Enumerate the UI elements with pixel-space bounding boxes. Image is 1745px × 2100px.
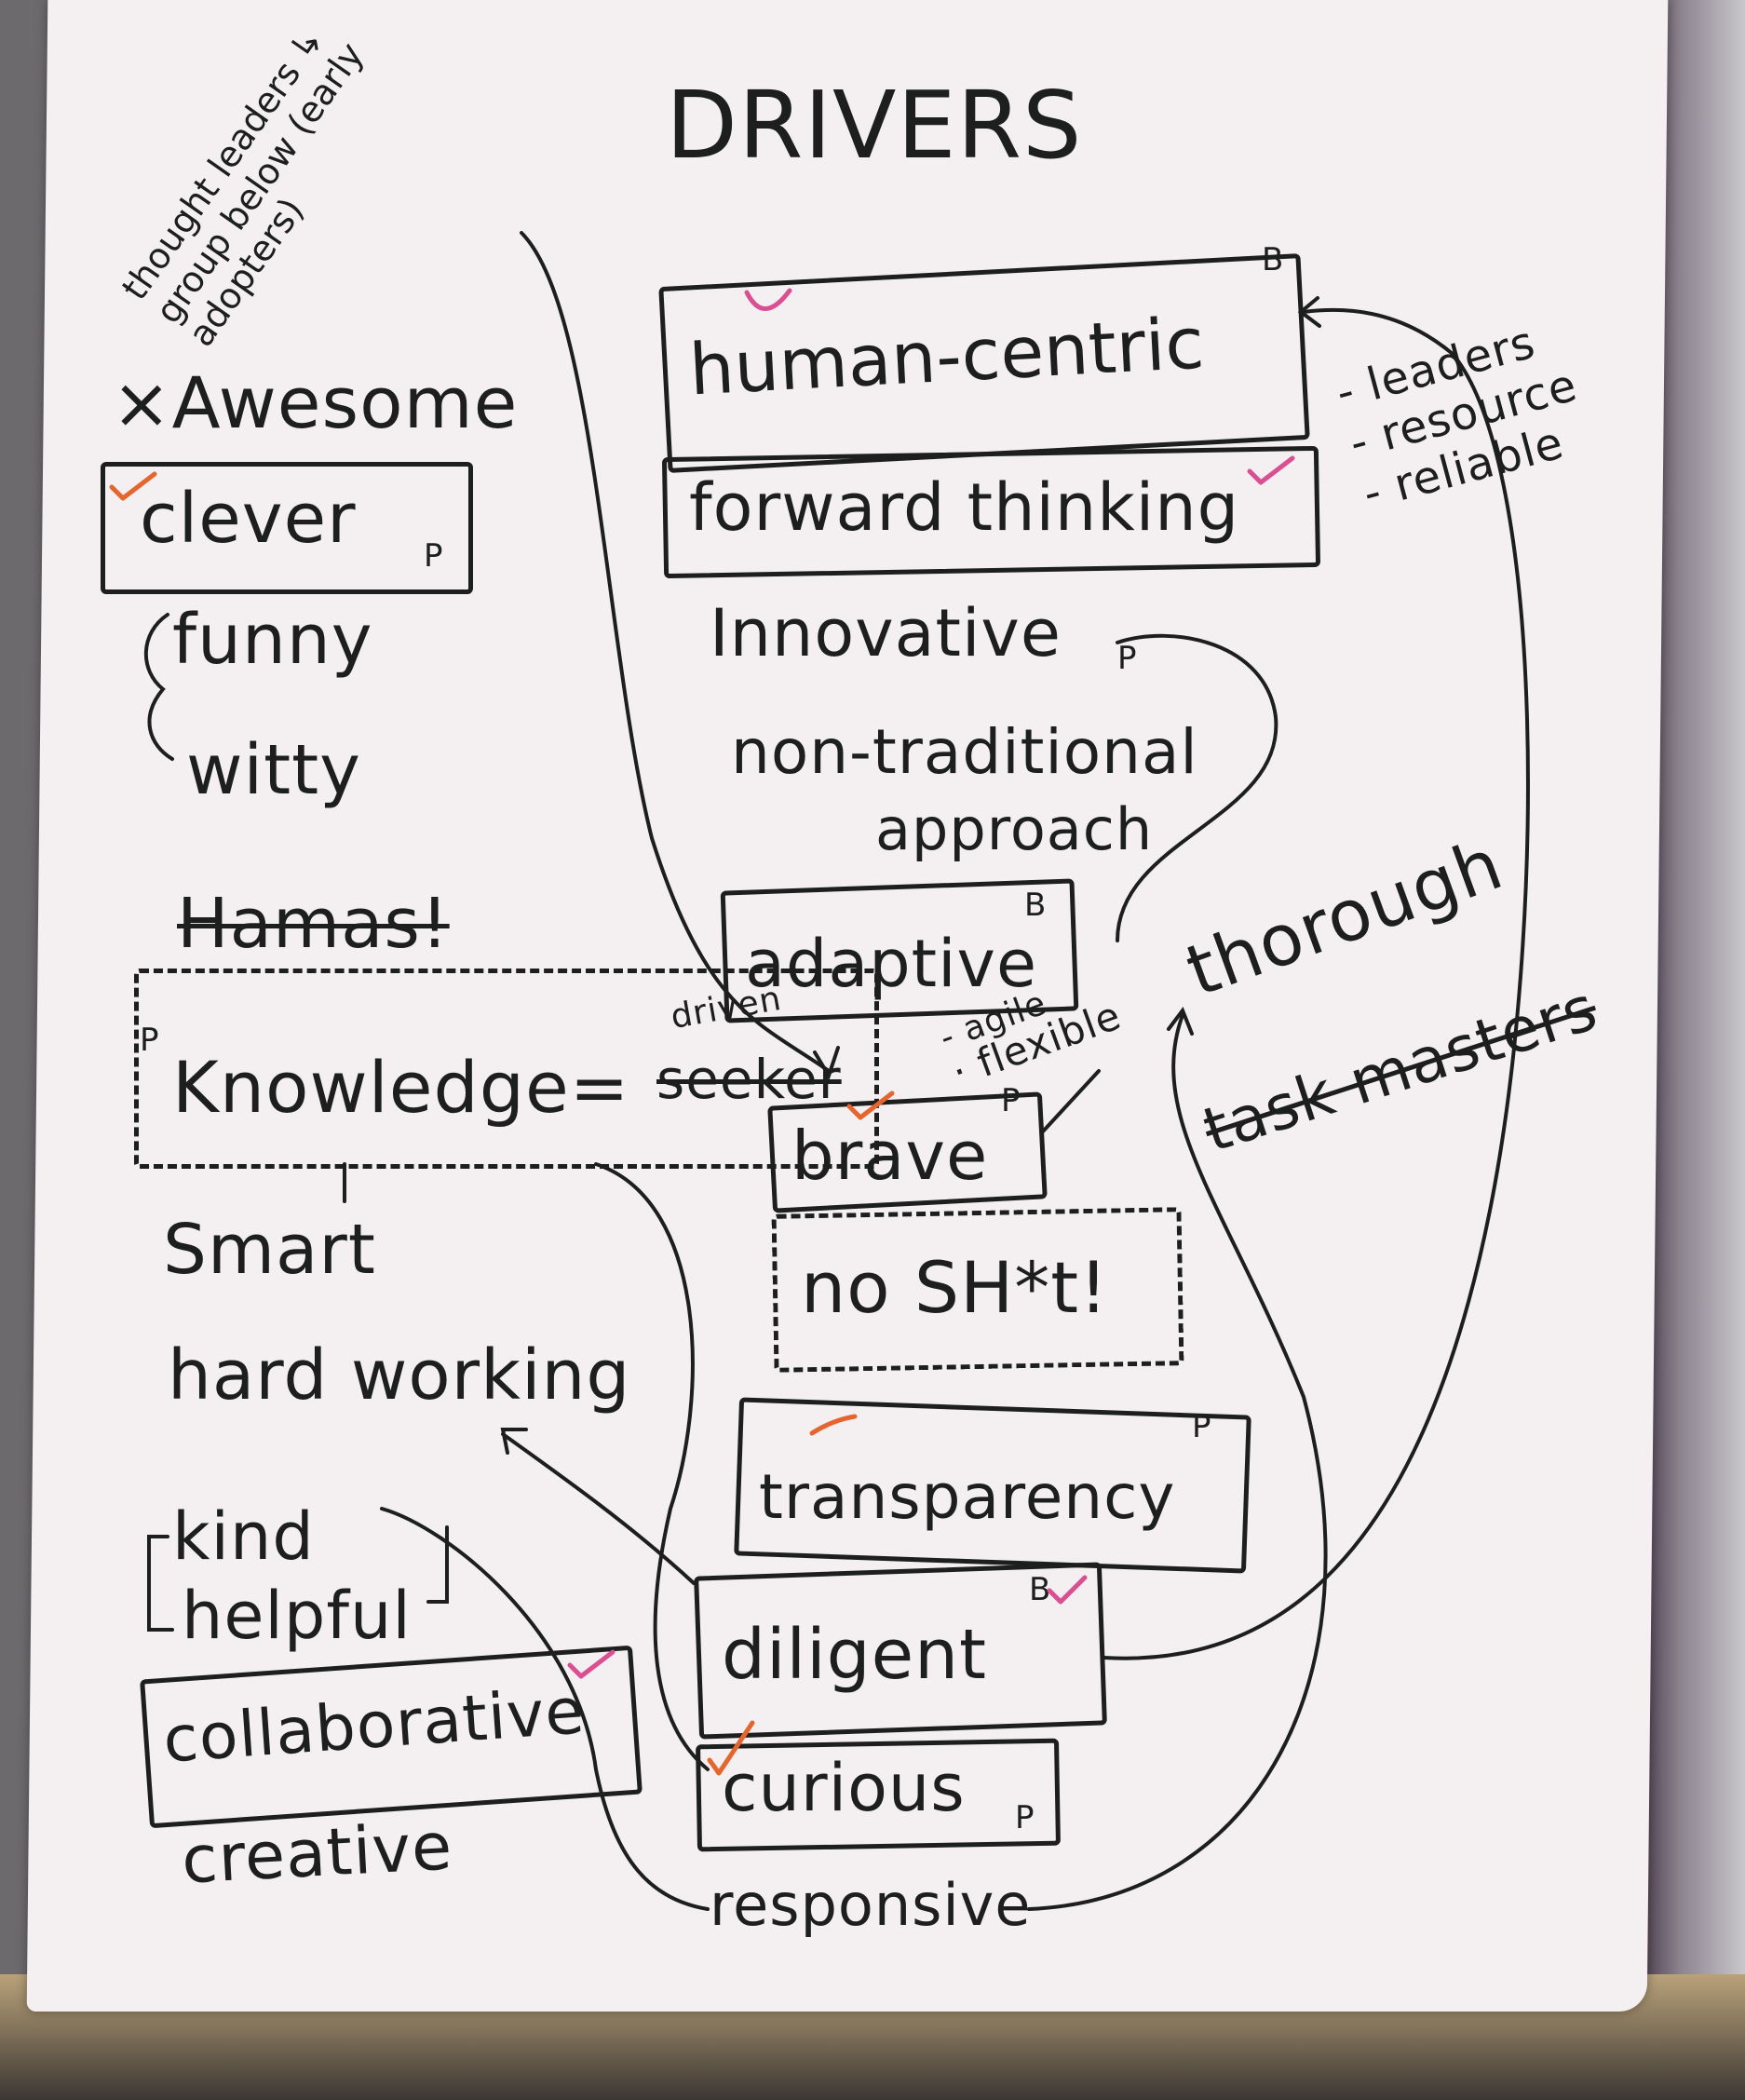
connector-knowledge-to-curious — [594, 1162, 710, 1771]
pink-check-icon — [567, 1649, 615, 1679]
box-knowledge — [134, 969, 879, 1169]
connector-diligent-to-hard-working — [501, 1432, 696, 1585]
word-witty: witty — [186, 730, 361, 810]
arrow-head-thorough — [1167, 1006, 1194, 1036]
word-kind: kind — [172, 1498, 315, 1575]
word-knowledge: Knowledge= — [172, 1046, 630, 1129]
orange-check-icon — [707, 1720, 755, 1776]
word-funny: funny — [172, 600, 373, 680]
orange-check-icon — [809, 1414, 858, 1436]
word-forward-thinking: forward thinking — [689, 469, 1240, 546]
word-brave: brave — [791, 1117, 989, 1195]
mark-knowledge: P — [140, 1022, 159, 1059]
mark-brave: P — [1001, 1082, 1021, 1119]
connector-approach-loop — [1116, 633, 1278, 942]
orange-check-icon — [109, 471, 157, 501]
word-clever: clever — [140, 479, 357, 559]
pink-check-icon — [744, 288, 792, 311]
word-seeker: seeker — [656, 1048, 842, 1111]
word-smart: Smart — [163, 1210, 376, 1290]
word-creative: creative — [180, 1808, 455, 1899]
connector-note-to-brave — [520, 231, 831, 1073]
connector-diligent-to-human-centric — [1102, 307, 1530, 1660]
mark-diligent: B — [1029, 1571, 1051, 1608]
page-title: DRIVERS — [666, 71, 1083, 180]
pink-check-icon — [1247, 455, 1295, 485]
word-no-sht: no SH*t! — [801, 1246, 1109, 1329]
word-awesome: ×Awesome — [112, 361, 519, 444]
word-responsive: responsive — [710, 1871, 1032, 1939]
word-innovative: Innovative — [710, 595, 1062, 671]
bracket-kind-helpful — [147, 1525, 449, 1632]
word-non-traditional: non-traditional — [731, 716, 1198, 788]
word-curious: curious — [722, 1750, 966, 1826]
bracket-funny-witty — [143, 613, 174, 761]
mark-clever: P — [424, 537, 443, 575]
word-hard-working: hard working — [168, 1335, 631, 1416]
mark-transparency: P — [1192, 1408, 1211, 1445]
mark-curious: P — [1015, 1799, 1035, 1836]
word-hamas: Hamas! — [177, 884, 450, 964]
pink-check-icon — [1047, 1575, 1088, 1605]
arrow-head-hard-working — [500, 1428, 528, 1455]
orange-check-icon — [846, 1091, 895, 1120]
mark-innovative: P — [1117, 640, 1137, 677]
mark-adaptive: B — [1024, 887, 1047, 924]
word-diligent: diligent — [722, 1615, 988, 1695]
connector-brave-to-flexible — [1041, 1069, 1101, 1133]
connector-responsive-to-thorough — [1027, 1013, 1328, 1911]
arrow-head-brave — [813, 1046, 840, 1080]
word-adaptive: adaptive — [745, 926, 1038, 1002]
box-clever — [101, 462, 473, 594]
word-approach: approach — [875, 795, 1154, 863]
word-helpful: helpful — [182, 1578, 412, 1654]
word-transparency: transparency — [759, 1461, 1176, 1533]
mark-human-centric: B — [1262, 241, 1284, 278]
arrow-head-human — [1297, 296, 1321, 328]
